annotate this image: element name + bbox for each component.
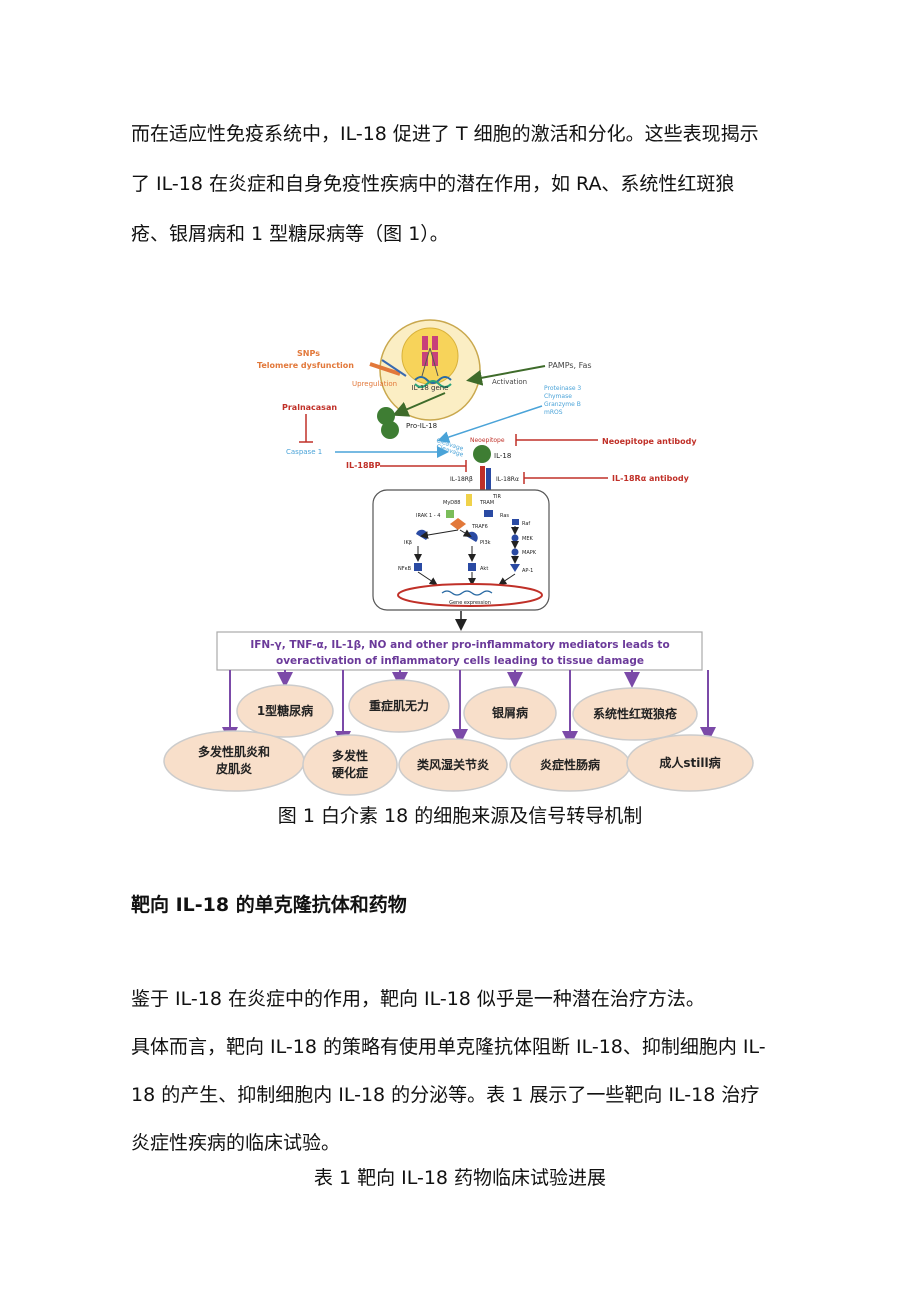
paragraph-line: 疮、银屑病和 1 型糖尿病等（图 1）。 <box>131 223 449 245</box>
disease-psoriasis <box>463 686 557 740</box>
ras-label: Ras <box>500 513 509 519</box>
snps-label: SNPs <box>297 349 320 358</box>
il18-signaling-figure: IL-18 gene SNPs Telomere dysfunction Upr… <box>163 319 754 796</box>
il18ra-label: IL-18Rα <box>496 476 519 483</box>
protease-label: Granzyme B <box>544 401 581 408</box>
disease-mg <box>348 679 450 733</box>
neoepitope-label: Neoepitope <box>470 437 505 444</box>
receptor-alpha <box>486 468 491 494</box>
disease-label: 多发性 <box>332 748 368 763</box>
disease-ms <box>302 734 398 796</box>
myd88-label: MyD88 <box>443 500 461 506</box>
il18-shape <box>473 445 491 463</box>
activation-label: Activation <box>492 378 527 386</box>
disease-sle <box>572 687 698 741</box>
traf6-label: TRAF6 <box>471 524 488 530</box>
receptor-beta <box>480 466 485 494</box>
paragraph-line: 炎症性疾病的临床试验。 <box>131 1132 341 1154</box>
paragraph-line: 了 IL-18 在炎症和自身免疫性疾病中的潜在作用，如 RA、系统性红斑狼 <box>131 173 735 195</box>
paragraph-line: 18 的产生、抑制细胞内 IL-18 的分泌等。表 1 展示了一些靶向 IL-1… <box>131 1084 760 1106</box>
mek-label: MEK <box>522 536 533 542</box>
disease-label: 硬化症 <box>332 765 368 780</box>
disease-label: 系统性红斑狼疮 <box>593 706 677 721</box>
mediators-line: IFN-γ, TNF-α, IL-1β, NO and other pro-in… <box>250 639 669 651</box>
akt-label: Akt <box>480 566 488 572</box>
il18-gene-label: IL-18 gene <box>412 384 449 392</box>
traf6-shape <box>450 518 466 530</box>
paragraph-line: 鉴于 IL-18 在炎症中的作用，靶向 IL-18 似乎是一种潜在治疗方法。 <box>131 988 705 1010</box>
il18bp-label: IL-18BP <box>346 461 381 470</box>
il18-label: IL-18 <box>494 452 511 460</box>
pi3k-label: PI3k <box>480 540 491 546</box>
disease-label: 皮肌炎 <box>215 761 252 776</box>
il18rb-label: IL-18Rβ <box>450 476 473 483</box>
paragraph-line: 而在适应性免疫系统中，IL-18 促进了 T 细胞的激活和分化。这些表现揭示 <box>131 123 759 145</box>
pralnacasan-label: Pralnacasan <box>282 403 337 412</box>
nfkb-label: NFκB <box>398 566 412 572</box>
gene-expression-label: Gene expression <box>449 600 491 606</box>
protease-label: Chymase <box>544 393 572 400</box>
disease-label: 多发性肌炎和 <box>198 744 270 759</box>
table-caption: 表 1 靶向 IL-18 药物临床试验进展 <box>313 1167 607 1189</box>
neoepitope-antibody-label: Neoepitope antibody <box>602 437 697 446</box>
caspase1-label: Caspase 1 <box>286 448 322 456</box>
irak-label: IRAK 1 - 4 <box>416 513 440 519</box>
disease-label: 1型糖尿病 <box>257 703 313 718</box>
mapk-label: MAPK <box>522 550 537 556</box>
disease-still <box>626 734 754 792</box>
disease-label: 类风湿关节炎 <box>417 757 489 772</box>
protease-label: mROS <box>544 409 563 416</box>
protease-label: Proteinase 3 <box>544 385 581 392</box>
ikb-label: IKβ <box>404 540 412 546</box>
disease-t1d <box>236 684 334 738</box>
nucleus <box>401 327 459 385</box>
ap1-label: AP-1 <box>522 568 533 574</box>
mediators-line: overactivation of inflammatory cells lea… <box>276 655 644 667</box>
il18ra-antibody-label: IL-18Rα antibody <box>612 474 690 483</box>
myd88-shape <box>466 494 472 506</box>
disease-ra <box>398 738 508 792</box>
raf-label: Raf <box>522 521 530 527</box>
telomere-label: Telomere dysfunction <box>257 361 354 370</box>
mediators-box <box>216 631 703 671</box>
disease-label: 炎症性肠病 <box>540 757 600 772</box>
section-heading: 靶向 IL-18 的单克隆抗体和药物 <box>131 894 407 916</box>
disease-label: 重症肌无力 <box>369 698 429 713</box>
pro-il18-label: Pro-IL-18 <box>406 422 437 430</box>
tram-label: TRAM <box>479 500 494 506</box>
paragraph-line: 具体而言，靶向 IL-18 的策略有使用单克隆抗体阻断 IL-18、抑制细胞内 … <box>131 1036 766 1058</box>
gene-expression-ellipse <box>397 583 543 607</box>
upregulation-label: Upregulation <box>352 380 397 388</box>
figure-caption: 图 1 白介素 18 的细胞来源及信号转导机制 <box>277 805 643 827</box>
pamps-label: PAMPs, Fas <box>548 361 592 370</box>
disease-label: 银屑病 <box>492 705 528 720</box>
lightning-mark <box>369 362 401 376</box>
disease-dm <box>163 730 305 792</box>
pro-il18-shape <box>377 407 395 425</box>
disease-label: 成人still病 <box>659 755 720 770</box>
tir-label: TIR <box>492 494 502 500</box>
